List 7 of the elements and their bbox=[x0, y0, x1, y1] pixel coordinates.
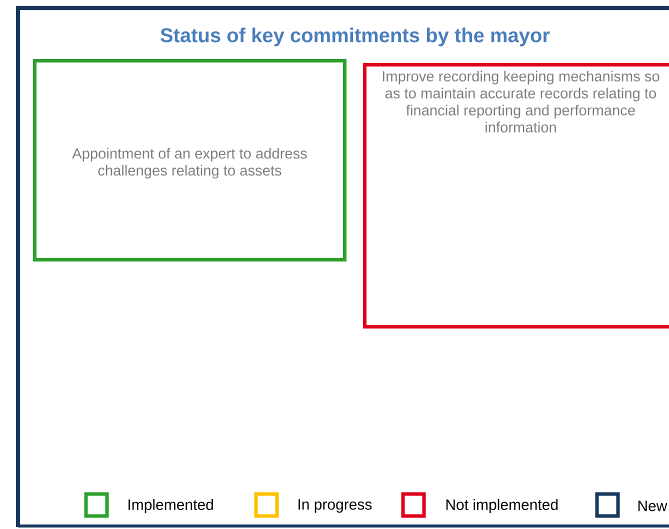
legend-label: In progress bbox=[298, 499, 372, 513]
legend-label: Implemented bbox=[128, 499, 213, 513]
commitment-box: Appointment of an expert to address challenges relating to assets bbox=[33, 59, 346, 262]
legend-label: Not implemented bbox=[446, 499, 558, 513]
title: Status of key commitments by the mayor bbox=[160, 28, 550, 46]
legend-label: New bbox=[638, 500, 668, 512]
commitment-box: Improve recording keeping mechanisms so as to maintain accurate records relating to financial reporting and performance information bbox=[363, 63, 669, 328]
